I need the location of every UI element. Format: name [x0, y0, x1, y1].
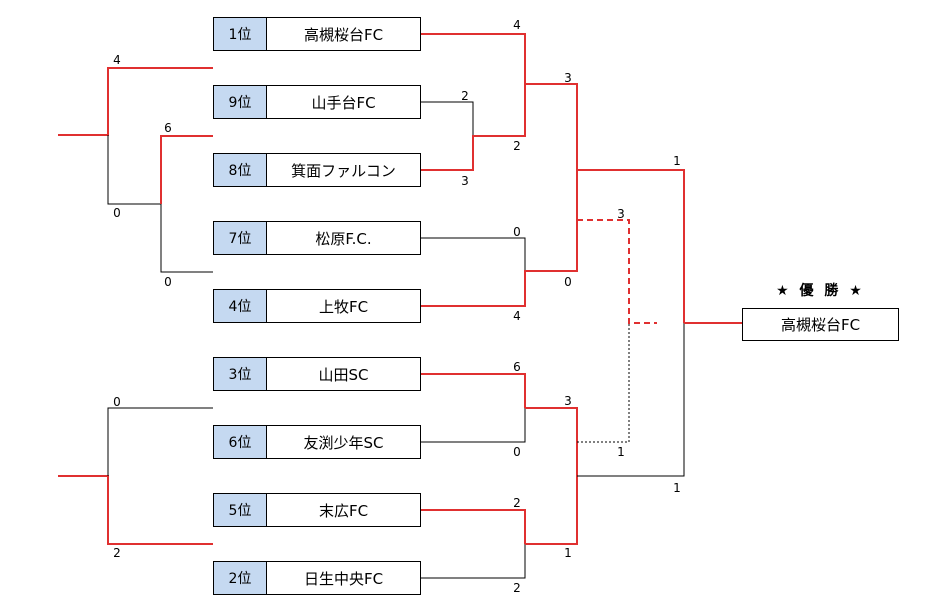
score-label: 4 — [113, 53, 121, 67]
score-label: 4 — [513, 18, 521, 32]
score-label: 3 — [564, 394, 572, 408]
rank-label: 9位 — [214, 86, 267, 118]
m-6th-line — [421, 408, 526, 443]
rank-label: 5位 — [214, 494, 267, 526]
rank-label: 2位 — [214, 562, 267, 594]
score-label: 0 — [164, 275, 172, 289]
score-label: 2 — [461, 89, 469, 103]
score-label: 2 — [513, 581, 521, 595]
final-top-winner — [577, 169, 685, 323]
score-label: 0 — [113, 206, 121, 220]
champion-name: 高槻桜台FC — [742, 308, 899, 341]
score-label: 1 — [673, 481, 681, 495]
semi-bottom-winner — [525, 407, 578, 476]
team-name: 末広FC — [318, 501, 369, 520]
final-bottom-line — [577, 323, 685, 477]
score-label: 3 — [564, 71, 572, 85]
team-name: 山手台FC — [311, 93, 376, 112]
rank-label: 7位 — [214, 222, 267, 254]
score-label: 1 — [617, 445, 625, 459]
m-7th-line — [421, 237, 526, 271]
champion-title: ★ 優 勝 ★ — [776, 283, 865, 299]
team-slot-6: 3位 山田SC — [213, 357, 421, 391]
score-label: 6 — [513, 360, 521, 374]
score-label: 3 — [617, 207, 625, 221]
score-label: 0 — [113, 395, 121, 409]
team-slot-1: 1位 高槻桜台FC — [213, 17, 421, 51]
m-4th-winner — [421, 170, 578, 307]
r1-top-outer-loser — [107, 135, 161, 205]
rank-label: 8位 — [214, 154, 267, 186]
rank-label: 6位 — [214, 426, 267, 458]
m-8th-winner — [421, 84, 526, 171]
score-label: 0 — [513, 445, 521, 459]
m-9th-line — [421, 101, 474, 136]
score-label: 3 — [461, 174, 469, 188]
team-slot-2: 9位 山手台FC — [213, 85, 421, 119]
team-name: 日生中央FC — [303, 569, 384, 588]
m-3rd-winner — [421, 373, 526, 408]
score-label: 1 — [673, 154, 681, 168]
rank-label: 3位 — [214, 358, 267, 390]
rank-label: 1位 — [214, 18, 267, 50]
score-label: 0 — [564, 275, 572, 289]
score-label: 0 — [513, 225, 521, 239]
score-label: 6 — [164, 121, 172, 135]
team-name: 高槻桜台FC — [303, 25, 384, 44]
m-5th-winner — [421, 509, 526, 544]
score-label: 2 — [513, 139, 521, 153]
team-name: 山田SC — [318, 365, 369, 384]
team-name: 友渕少年SC — [303, 433, 384, 452]
score-label: 2 — [513, 496, 521, 510]
team-slot-5: 4位 上牧FC — [213, 289, 421, 323]
score-label: 4 — [513, 309, 521, 323]
third-place-loser-dotted — [577, 323, 630, 443]
semi-top-winner — [525, 83, 578, 170]
top-seed-line — [421, 33, 526, 84]
m-2nd-line — [421, 544, 526, 579]
team-name: 上牧FC — [318, 297, 369, 316]
team-slot-3: 8位 箕面ファルコン — [213, 153, 421, 187]
score-label: 1 — [564, 546, 572, 560]
team-slot-8: 5位 末広FC — [213, 493, 421, 527]
team-slot-4: 7位 松原F.C. — [213, 221, 421, 255]
r1-top-outer-winner — [58, 67, 213, 136]
r1-top-inner-winner — [160, 135, 213, 204]
team-name: 箕面ファルコン — [291, 161, 396, 180]
team-name: 松原F.C. — [315, 229, 372, 248]
team-slot-7: 6位 友渕少年SC — [213, 425, 421, 459]
score-label: 2 — [113, 546, 121, 560]
third-place-winner-dashed — [577, 219, 657, 324]
r1-bottom-loser — [107, 407, 213, 476]
r1-bottom-winner — [58, 475, 213, 545]
r1-top-inner-loser — [160, 204, 213, 273]
team-slot-9: 2位 日生中央FC — [213, 561, 421, 595]
m-5th-advance — [525, 476, 578, 545]
rank-label: 4位 — [214, 290, 267, 322]
